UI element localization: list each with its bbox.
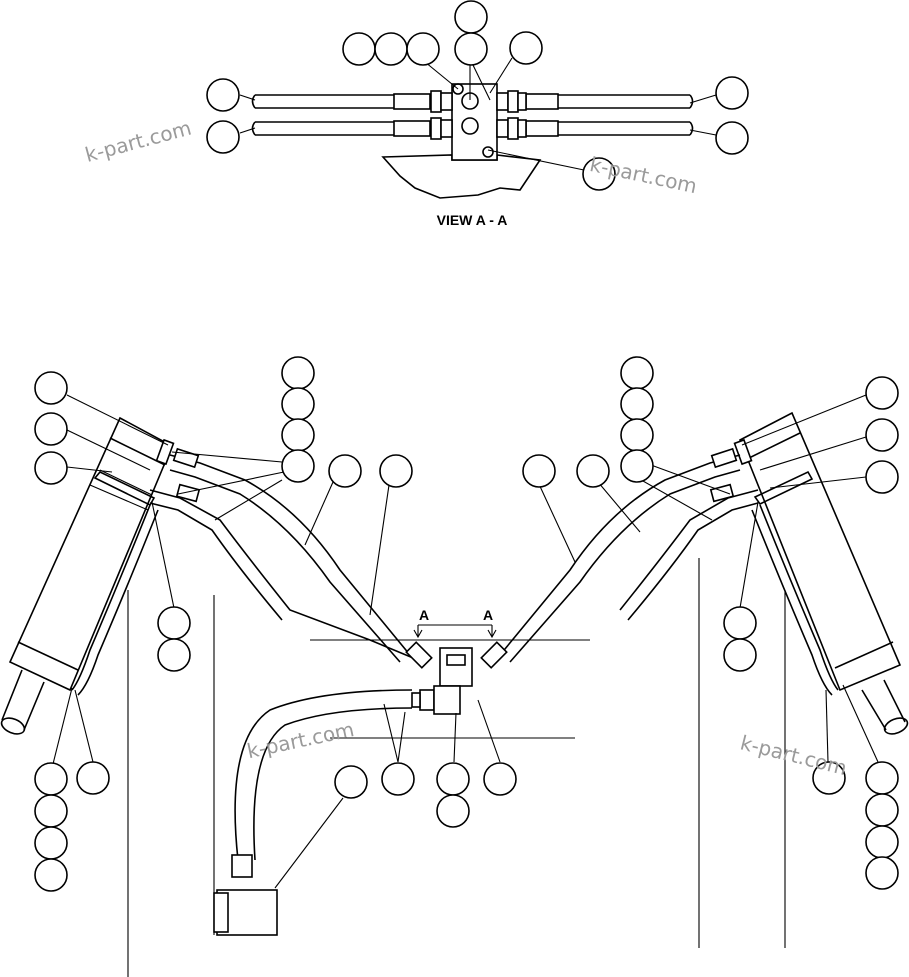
callout <box>328 454 362 488</box>
callout <box>723 606 757 640</box>
section-mark-left: A <box>419 607 429 623</box>
section-mark-right: A <box>483 607 493 623</box>
view-a-leaders <box>239 57 717 171</box>
callout <box>379 454 413 488</box>
callout <box>381 762 415 796</box>
callout <box>76 761 110 795</box>
callout <box>576 454 610 488</box>
callout <box>620 387 654 421</box>
callout <box>865 376 899 410</box>
callout <box>723 638 757 672</box>
callout <box>157 606 191 640</box>
callout <box>620 449 654 483</box>
callout <box>281 418 315 452</box>
callout <box>436 762 470 796</box>
callout <box>620 356 654 390</box>
center-block <box>451 83 498 161</box>
left-cylinder-hoses <box>71 447 419 696</box>
callout <box>509 31 543 65</box>
callout <box>342 32 376 66</box>
upper-hose-right <box>496 90 694 113</box>
callout <box>206 78 240 112</box>
callout <box>865 460 899 494</box>
callout <box>620 418 654 452</box>
lower-hose-right <box>496 117 694 140</box>
main-leaders <box>51 394 879 889</box>
callout <box>34 371 68 405</box>
callout <box>406 32 440 66</box>
left-steering-cylinder <box>0 416 175 735</box>
watermark: k-part.com <box>738 730 849 780</box>
callout <box>206 120 240 154</box>
lower-hose-left <box>251 117 453 140</box>
watermark: k-part.com <box>588 152 700 198</box>
callout <box>334 765 368 799</box>
callout <box>281 356 315 390</box>
section-arrow-left <box>413 625 423 639</box>
section-arrow-right <box>487 625 497 639</box>
callout <box>812 761 846 795</box>
callout <box>454 32 488 66</box>
callout <box>34 826 68 860</box>
callout <box>34 762 68 796</box>
callout <box>374 32 408 66</box>
view-a-a-detail: VIEW A - A <box>206 0 749 228</box>
callout <box>865 793 899 827</box>
callout <box>157 638 191 672</box>
watermark: k-part.com <box>245 717 357 763</box>
block-fitting <box>482 146 494 158</box>
callout <box>436 794 470 828</box>
callout <box>865 418 899 452</box>
frame-cutaway <box>381 154 542 199</box>
watermark: k-part.com <box>82 116 193 167</box>
callout <box>34 451 68 485</box>
callout <box>865 761 899 795</box>
supply-hose <box>213 689 413 936</box>
bolt-head <box>452 83 464 95</box>
callout <box>715 121 749 155</box>
callout <box>865 856 899 890</box>
callout <box>522 454 556 488</box>
callout <box>281 387 315 421</box>
right-cylinder-hoses <box>499 447 839 696</box>
center-valve-block <box>405 641 508 715</box>
callout <box>715 76 749 110</box>
callout <box>582 157 616 191</box>
callout <box>34 794 68 828</box>
right-steering-cylinder <box>733 411 909 735</box>
view-label: VIEW A - A <box>437 212 508 228</box>
upper-hose-left <box>251 90 453 113</box>
callout <box>34 858 68 892</box>
callout <box>34 412 68 446</box>
callout <box>483 762 517 796</box>
block-port-lower <box>461 117 479 135</box>
main-view: A A <box>0 356 909 977</box>
callout <box>281 449 315 483</box>
callout <box>454 0 488 34</box>
callout <box>865 825 899 859</box>
